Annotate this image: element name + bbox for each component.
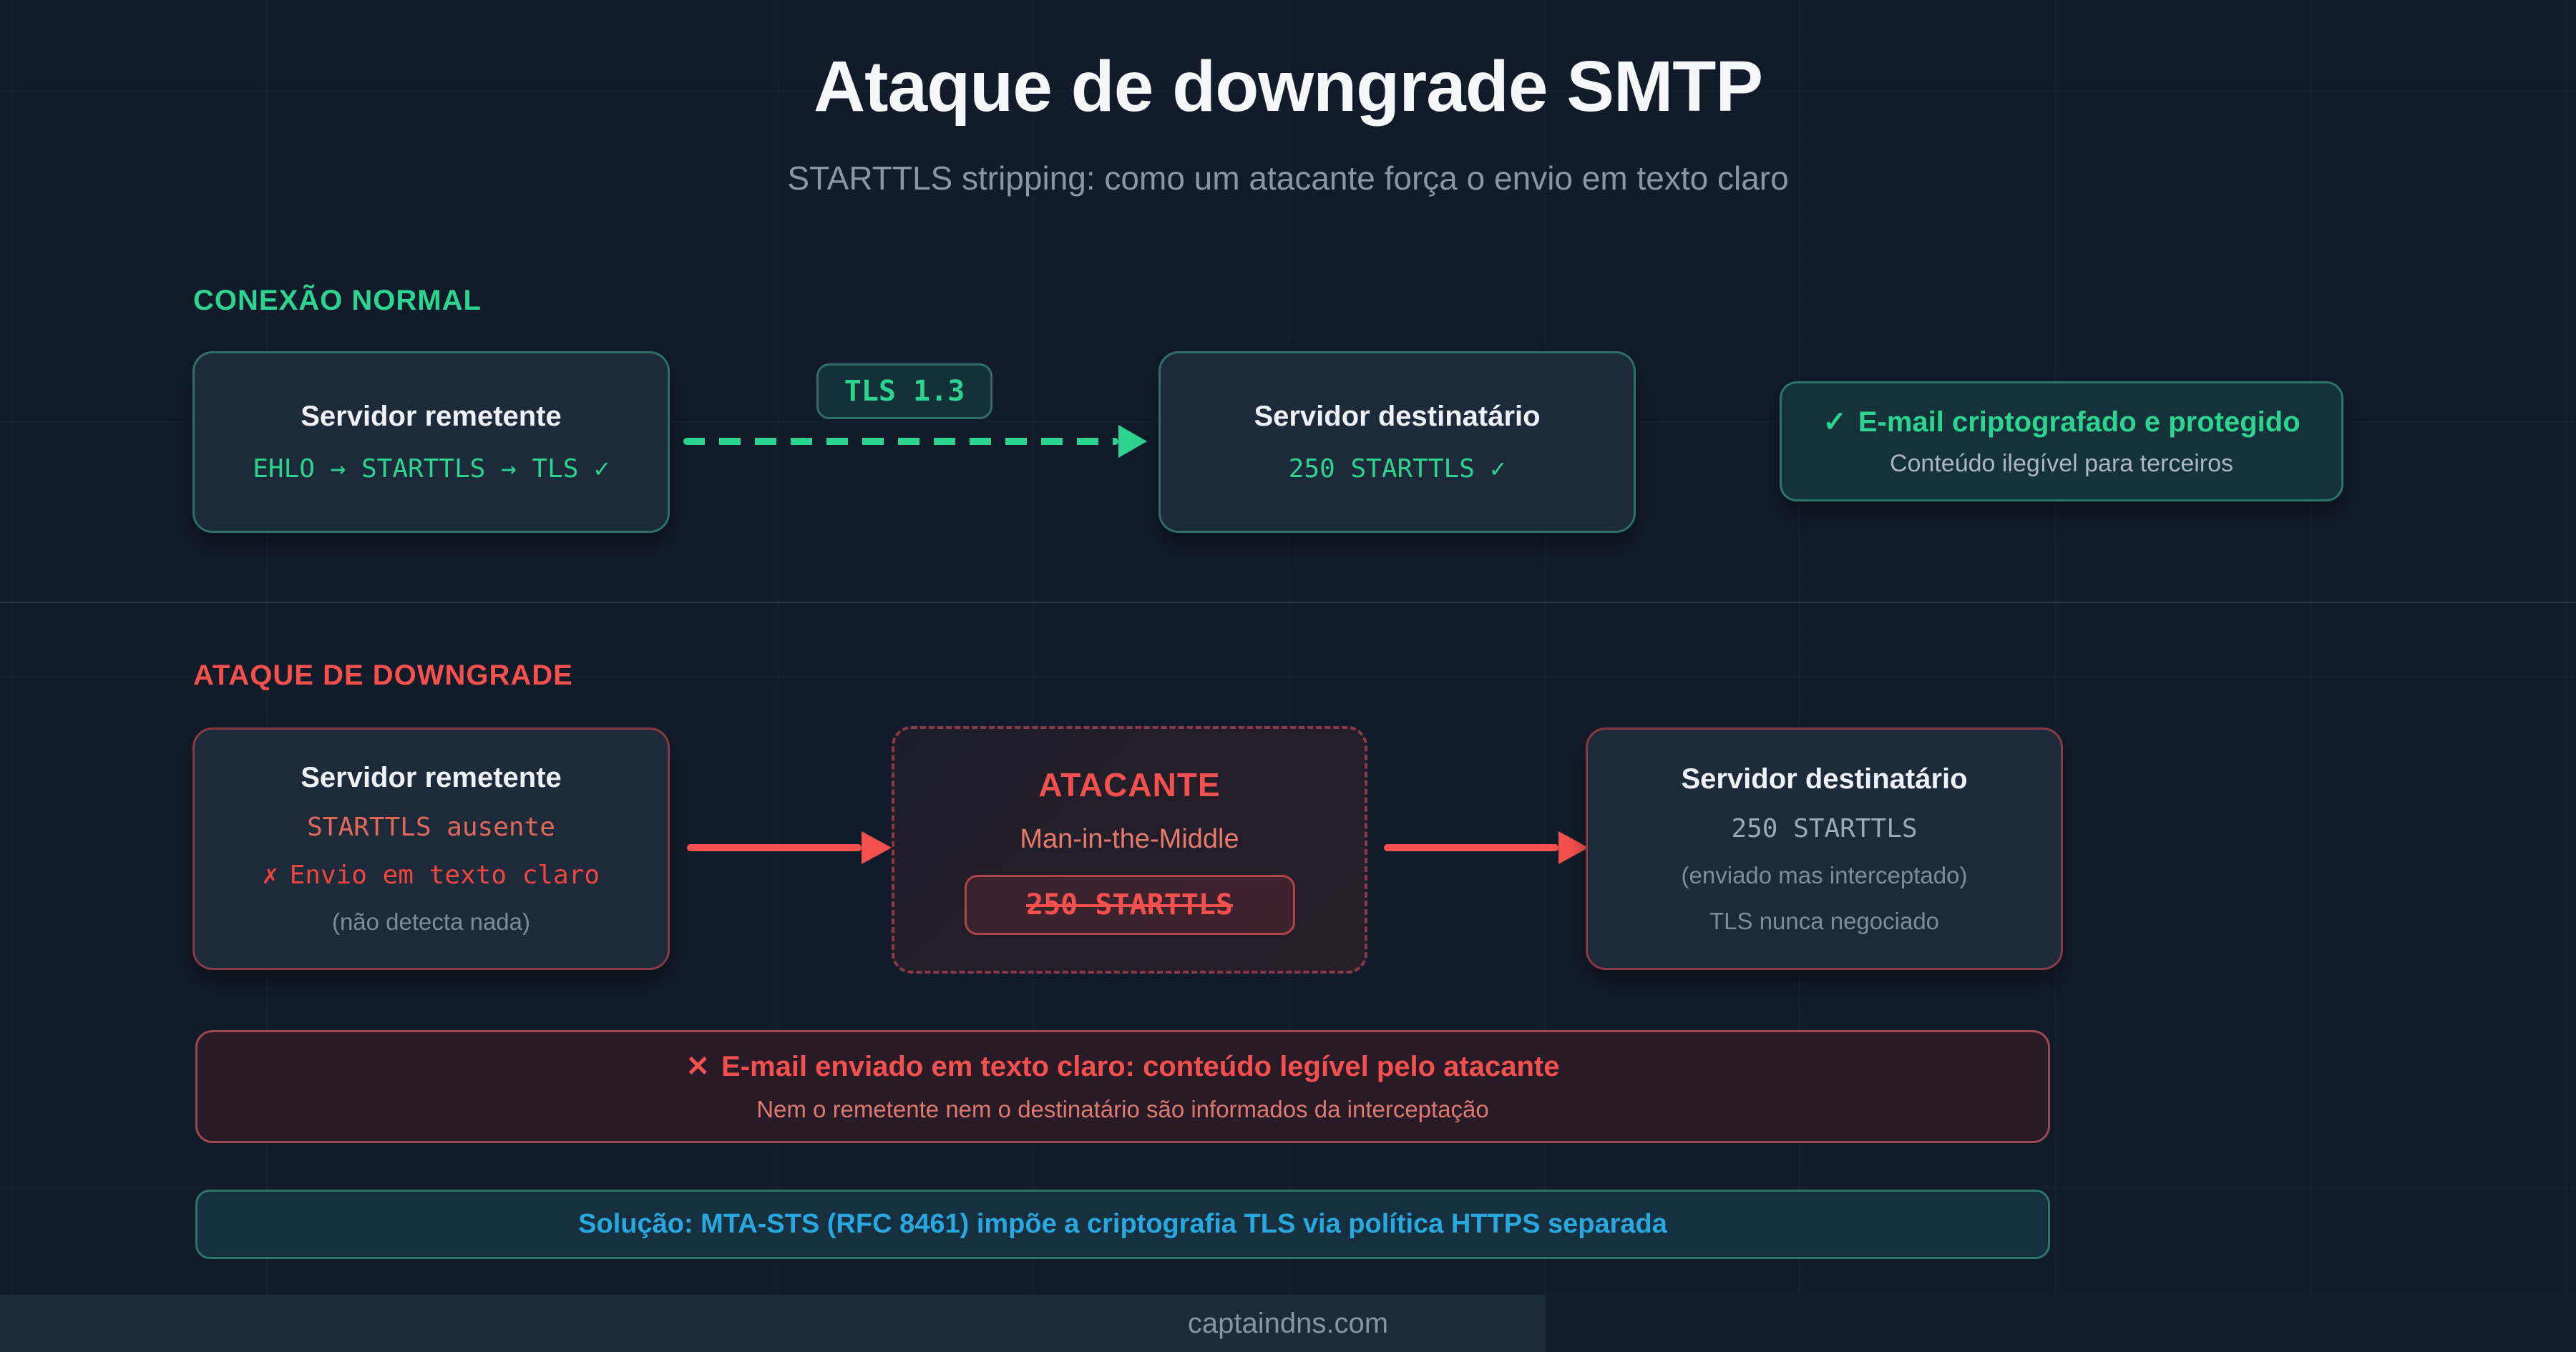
attack-sender-box: Servidor remetente STARTTLS ausente ✗ Env… xyxy=(192,728,670,970)
cross-icon: ✗ xyxy=(262,861,278,890)
stripped-command-chip: 250 STARTTLS xyxy=(964,874,1295,935)
attack-receiver-note1: (enviado mas interceptado) xyxy=(1681,861,1968,888)
warning-banner-subtitle: Nem o remetente nem o destinatário são i… xyxy=(756,1096,1489,1122)
arrow-head-icon xyxy=(1558,831,1589,864)
arrow-head-icon xyxy=(1118,425,1147,458)
normal-result-title: ✓ E-mail criptografado e protegido xyxy=(1823,406,2300,439)
normal-receiver-box: Servidor destinatário 250 STARTTLS ✓ xyxy=(1158,351,1636,533)
attacker-box: ATACANTE Man-in-the-Middle 250 STARTTLS xyxy=(892,726,1367,974)
attack-section-label: ATAQUE DE DOWNGRADE xyxy=(193,660,573,691)
normal-sender-box: Servidor remetente EHLO → STARTTLS → TLS… xyxy=(192,351,670,533)
page-title: Ataque de downgrade SMTP xyxy=(813,46,1763,127)
normal-result-box: ✓ E-mail criptografado e protegido Conteú… xyxy=(1780,381,2343,501)
attacker-subtitle: Man-in-the-Middle xyxy=(1020,823,1239,854)
page-subtitle: STARTTLS stripping: como um atacante for… xyxy=(787,160,1789,197)
footer-domain: captaindns.com xyxy=(1187,1307,1389,1339)
attack-arrow-left xyxy=(687,831,892,864)
attack-receiver-note2: TLS nunca negociado xyxy=(1709,907,1940,934)
warning-banner-title-text: E-mail enviado em texto claro: conteúdo … xyxy=(721,1051,1560,1082)
attack-sender-title: Servidor remetente xyxy=(301,762,562,793)
section-divider xyxy=(0,602,2576,603)
normal-receiver-title: Servidor destinatário xyxy=(1254,401,1541,432)
normal-result-subtitle: Conteúdo ilegível para terceiros xyxy=(1889,449,2234,477)
normal-section-label: CONEXÃO NORMAL xyxy=(193,285,482,316)
normal-sender-title: Servidor remetente xyxy=(301,401,562,432)
solution-banner: Solução: MTA-STS (RFC 8461) impõe a crip… xyxy=(195,1190,2050,1259)
normal-result-title-text: E-mail criptografado e protegido xyxy=(1858,406,2301,438)
footer-bar: captaindns.com xyxy=(0,1295,2576,1352)
attack-sender-warning-text: Envio em texto claro xyxy=(289,861,600,890)
attack-sender-code: STARTTLS ausente xyxy=(307,813,555,842)
attacker-title: ATACANTE xyxy=(1038,765,1221,803)
normal-sender-code: EHLO → STARTTLS → TLS ✓ xyxy=(253,454,610,484)
warning-banner-title: ✕ E-mail enviado em texto claro: conteúdo… xyxy=(686,1050,1560,1083)
tls-version-badge: TLS 1.3 xyxy=(816,363,992,419)
x-mark-icon: ✕ xyxy=(686,1051,711,1082)
attack-arrow-right xyxy=(1384,831,1589,864)
footer-highlight-band xyxy=(0,1295,1546,1352)
arrow-shaft xyxy=(1384,844,1558,851)
tls-dashed-arrow xyxy=(683,425,1147,458)
attack-receiver-box: Servidor destinatário 250 STARTTLS (envi… xyxy=(1586,728,2063,970)
arrow-shaft xyxy=(687,844,862,851)
arrow-shaft xyxy=(683,438,1118,445)
attack-receiver-title: Servidor destinatário xyxy=(1681,763,1968,795)
attack-receiver-code: 250 STARTTLS xyxy=(1731,813,1918,843)
attack-sender-note: (não detecta nada) xyxy=(331,908,531,935)
arrow-head-icon xyxy=(862,831,892,864)
attack-warning-banner: ✕ E-mail enviado em texto claro: conteúdo… xyxy=(195,1030,2050,1143)
normal-receiver-code: 250 STARTTLS ✓ xyxy=(1288,454,1506,484)
attack-sender-warning: ✗ Envio em texto claro xyxy=(263,861,600,890)
check-icon: ✓ xyxy=(1823,406,1847,438)
